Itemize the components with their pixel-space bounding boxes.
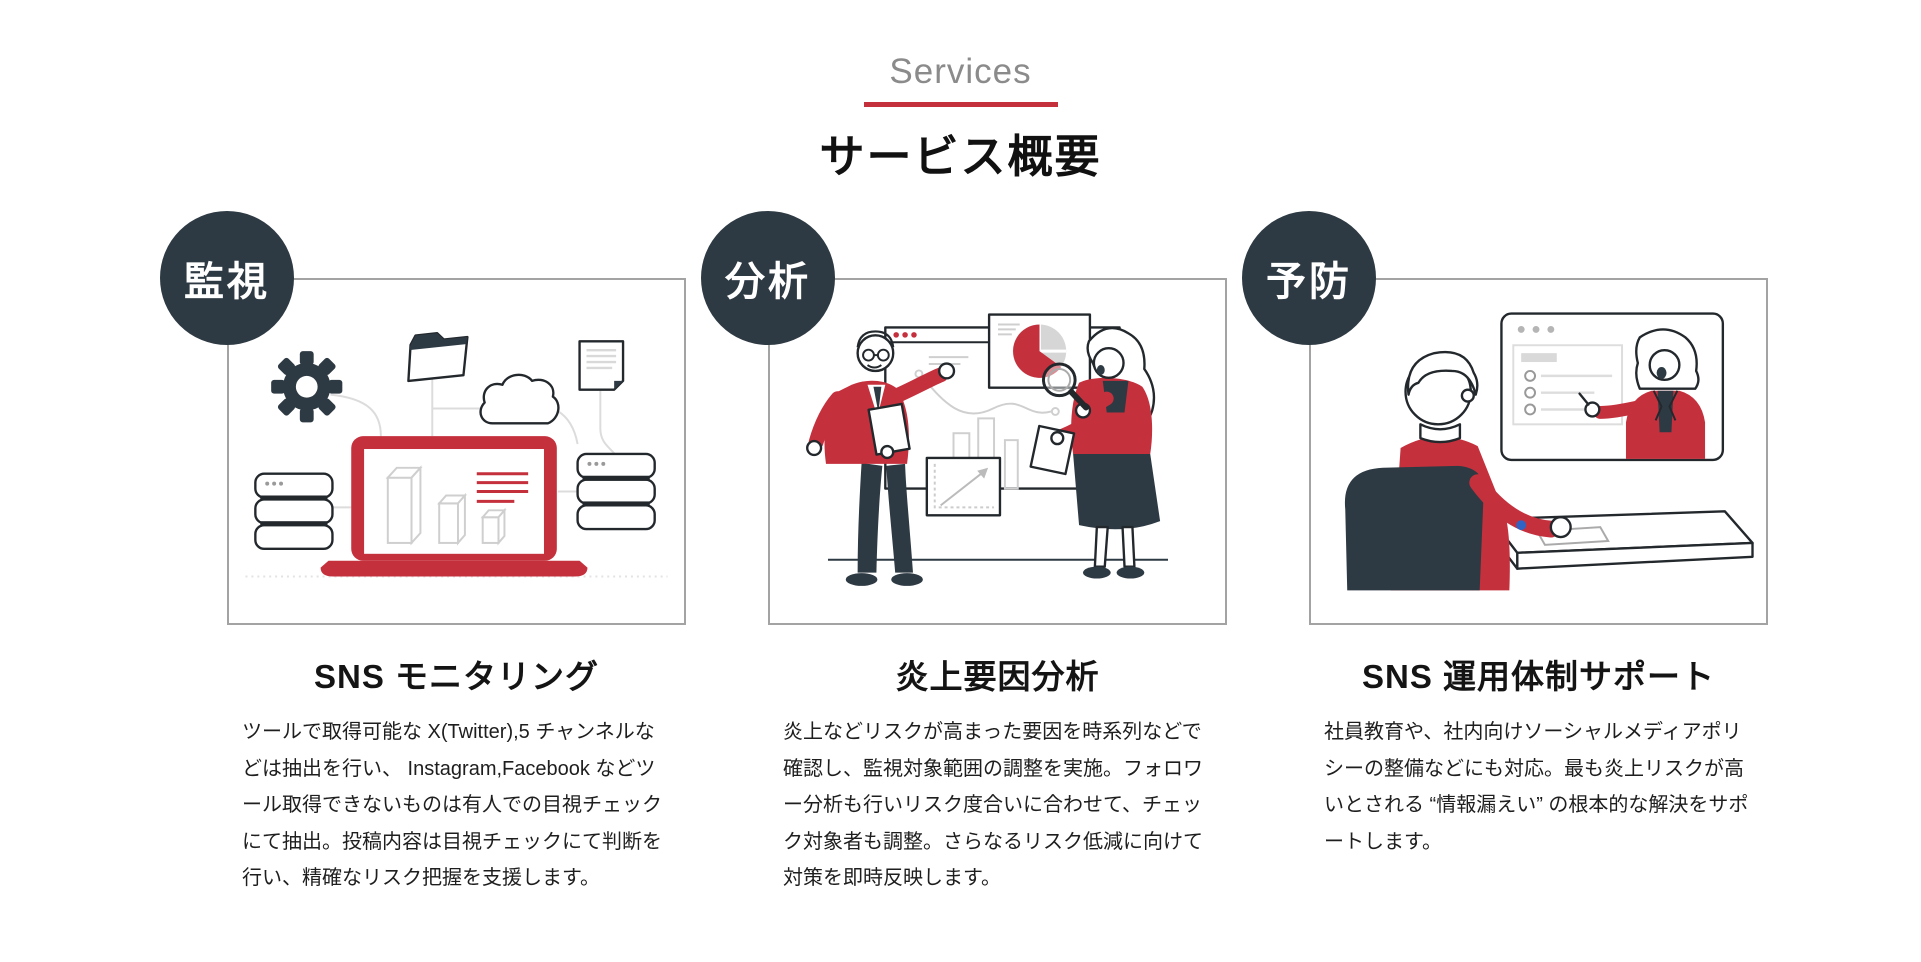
analyst-woman (1029, 326, 1161, 579)
server-stack-icon-right (576, 452, 656, 531)
data-monitoring-laptop-illustration (245, 332, 668, 578)
trend-chart-box (925, 456, 1002, 517)
analysis-badge: 分析 (701, 211, 835, 345)
bar-chart-3d (385, 465, 507, 546)
hand (1549, 516, 1572, 539)
document-icon (578, 340, 625, 391)
people-analyzing-charts-illustration (806, 313, 1169, 586)
viewer-man (1344, 350, 1572, 591)
prevention-badge: 予防 (1242, 211, 1376, 345)
service-card-monitoring: 監視 (160, 211, 686, 897)
server-stack-icon-left (254, 472, 334, 551)
card-description: 社員教育や、社内向けソーシャルメディアポリシーの整備などにも対応。最も炎上リスク… (1324, 721, 1749, 853)
cloud-icon (479, 373, 560, 425)
section-eyebrow: Services (889, 52, 1032, 91)
hair (1406, 350, 1479, 396)
card-description: ツールで取得可能な X(Twitter),5 チャンネルなどは抽出を行い、 In… (242, 721, 662, 889)
monitoring-badge: 監視 (160, 211, 294, 345)
card-title: SNS モニタリング (313, 658, 600, 695)
service-cards-row: 監視 (160, 211, 1768, 897)
card-title: 炎上要因分析 (895, 658, 1100, 695)
magnifier-icon (1041, 362, 1089, 411)
section-header: Services サービス概要 (0, 52, 1921, 185)
prevention-illustration-frame (1309, 278, 1768, 625)
collar (1419, 423, 1462, 444)
red-text-lines (476, 472, 529, 503)
card-description: 炎上などリスクが高まった要因を時系列などで確認し、監視対象範囲の調整を実施。フォ… (783, 721, 1203, 889)
chair-back (1344, 465, 1484, 591)
card-title: SNS 運用体制サポート (1361, 658, 1716, 695)
service-card-analysis: 分析 (701, 211, 1227, 897)
cuff-button (1516, 520, 1527, 531)
laptop-icon (320, 436, 588, 577)
video-call-window (1500, 312, 1725, 462)
monitoring-illustration-frame (227, 278, 686, 625)
analysis-illustration-frame (768, 278, 1227, 625)
service-card-prevention: 予防 (1242, 211, 1768, 897)
red-divider (863, 102, 1058, 107)
video-call-training-illustration (1344, 312, 1754, 591)
presenter-man (806, 330, 956, 586)
glasses-icon (862, 348, 890, 362)
remote-presenter-woman (1578, 328, 1706, 459)
arm (1469, 474, 1560, 538)
connector-lines (245, 378, 668, 578)
section-title: サービス概要 (819, 131, 1102, 182)
folder-icon (407, 332, 469, 383)
gear-icon (271, 351, 343, 423)
